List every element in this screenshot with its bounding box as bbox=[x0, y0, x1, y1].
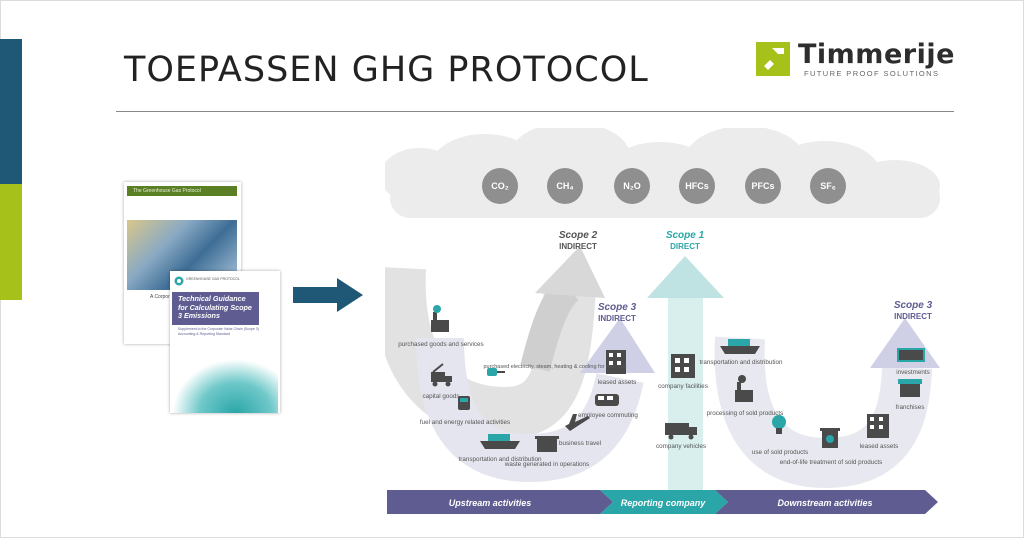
label-company-facilities: company facilities bbox=[658, 383, 708, 390]
scope1-flow-arrow bbox=[647, 256, 724, 493]
gas-circle bbox=[614, 168, 650, 204]
gas-label: N₂O bbox=[623, 181, 641, 191]
truck-icon bbox=[665, 423, 697, 440]
label-franchises: franchises bbox=[896, 404, 925, 411]
gas-label: HFCs bbox=[685, 181, 709, 191]
scope2-title: Scope 2 bbox=[559, 230, 598, 241]
label-waste: waste generated in operations bbox=[504, 461, 589, 468]
document-header: The Greenhouse Gas Protocol bbox=[127, 186, 237, 196]
logo-mark-icon bbox=[756, 42, 790, 76]
gas-circle bbox=[482, 168, 518, 204]
gas-circle bbox=[810, 168, 846, 204]
truck-icon bbox=[431, 363, 452, 387]
gas-circle bbox=[745, 168, 781, 204]
scope3-guidance-document: GREENHOUSE GAS PROTOCOL Technical Guidan… bbox=[170, 271, 280, 413]
label-company-vehicles: company vehicles bbox=[656, 443, 706, 450]
ghg-scope-diagram: CO₂ CH₄ N₂O HFCs PFCs SF₆ Scope 2 INDIRE… bbox=[385, 128, 940, 514]
gas-circle bbox=[679, 168, 715, 204]
document-title: Technical Guidance for Calculating Scope… bbox=[172, 292, 259, 325]
scope3-up-sub: INDIRECT bbox=[598, 314, 636, 323]
ghg-logo-icon bbox=[174, 276, 184, 286]
lightbulb-icon bbox=[772, 415, 786, 434]
building-icon bbox=[867, 414, 889, 438]
ship-icon bbox=[480, 434, 520, 449]
label-down-leased-assets: leased assets bbox=[860, 443, 899, 450]
label-purchased-electricity: purchased electricity, steam, heating & … bbox=[484, 364, 627, 370]
logo-name: Timmerije bbox=[798, 39, 955, 70]
activities-bar: Upstream activities Reporting company Do… bbox=[387, 490, 938, 514]
label-leased-assets: leased assets bbox=[598, 379, 637, 386]
factory-icon bbox=[735, 375, 753, 402]
label-employee-commuting: employee commuting bbox=[578, 412, 638, 419]
label-investments: investments bbox=[896, 369, 930, 376]
scope2-sub: INDIRECT bbox=[559, 242, 597, 251]
label-use-of-sold: use of sold products bbox=[752, 449, 808, 456]
upstream-flow-arrow bbox=[416, 318, 655, 483]
arrow-right-icon bbox=[293, 278, 363, 312]
accent-bar-green bbox=[0, 184, 22, 300]
container-icon bbox=[535, 436, 559, 452]
gas-label: SF₆ bbox=[820, 181, 836, 191]
company-logo: Timmerije FUTURE PROOF SOLUTIONS bbox=[756, 39, 956, 82]
gas-circles: CO₂ CH₄ N₂O HFCs PFCs SF₆ bbox=[482, 168, 846, 204]
fuel-icon bbox=[458, 396, 470, 410]
label-down-transportation: transportation and distribution bbox=[700, 359, 783, 366]
label-purchased-goods: purchased goods and services bbox=[398, 341, 483, 348]
money-icon bbox=[897, 348, 925, 362]
reporting-company-label: Reporting company bbox=[621, 498, 707, 508]
train-icon bbox=[595, 394, 619, 406]
gas-label: PFCs bbox=[751, 181, 774, 191]
label-processing: processing of sold products bbox=[707, 410, 784, 417]
accent-bar-blue bbox=[0, 39, 22, 184]
gas-label: CO₂ bbox=[491, 181, 509, 191]
plug-icon bbox=[487, 368, 505, 376]
recycle-icon bbox=[820, 428, 840, 448]
building-icon bbox=[671, 354, 695, 378]
document-subtitle: A Corporate bbox=[150, 294, 177, 300]
ship-icon bbox=[720, 339, 760, 354]
gas-label: CH₄ bbox=[556, 181, 573, 191]
plane-icon bbox=[565, 414, 590, 431]
document-subtitle: Supplement to the Corporate Value Chain … bbox=[178, 327, 259, 336]
logo-tagline: FUTURE PROOF SOLUTIONS bbox=[804, 69, 940, 78]
scope2-flow-arrow bbox=[385, 246, 605, 440]
scope1-sub: DIRECT bbox=[670, 242, 700, 251]
scope3-up-title: Scope 3 bbox=[598, 302, 637, 313]
downstream-activities-label: Downstream activities bbox=[777, 498, 872, 508]
factory-icon bbox=[431, 305, 449, 332]
label-business-travel: business travel bbox=[559, 440, 601, 447]
upstream-activities-label: Upstream activities bbox=[449, 498, 532, 508]
scope1-title: Scope 1 bbox=[666, 230, 705, 241]
building-icon bbox=[606, 350, 626, 374]
scope3-down-title: Scope 3 bbox=[894, 300, 933, 311]
gas-circle bbox=[547, 168, 583, 204]
slide-title: TOEPASSEN GHG PROTOCOL bbox=[124, 50, 649, 90]
title-divider bbox=[116, 111, 954, 112]
upstream-labels: purchased goods and services capital goo… bbox=[398, 341, 638, 468]
cloud-band bbox=[385, 128, 940, 218]
label-fuel-energy: fuel and energy related activities bbox=[420, 419, 510, 426]
label-capital-goods: capital goods bbox=[422, 393, 459, 400]
document-org: GREENHOUSE GAS PROTOCOL bbox=[186, 277, 240, 281]
document-globe-image bbox=[172, 359, 278, 413]
label-transportation: transportation and distribution bbox=[459, 456, 542, 463]
scope3-down-sub: INDIRECT bbox=[894, 312, 932, 321]
store-icon bbox=[898, 379, 922, 397]
label-end-of-life: end-of-life treatment of sold products bbox=[780, 459, 883, 466]
